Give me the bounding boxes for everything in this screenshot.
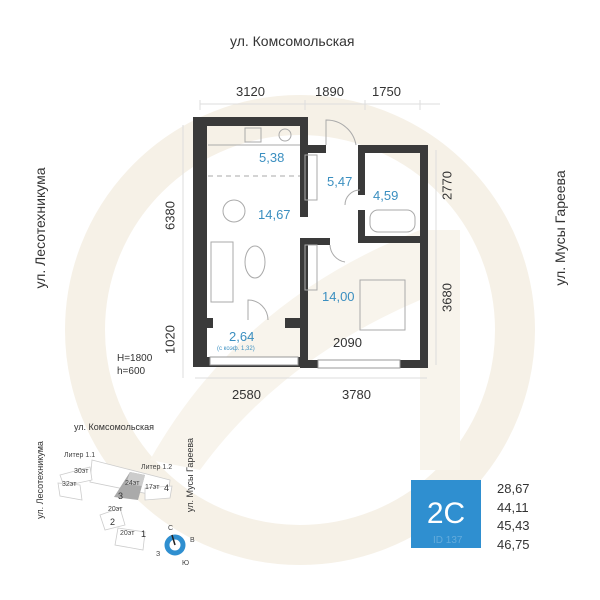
floors-label: 32эт <box>62 481 77 488</box>
liter-1-1: Литер 1.1 <box>64 452 96 459</box>
area-value: 46,75 <box>497 536 530 552</box>
area-value: 45,43 <box>497 518 530 533</box>
apartment-type-badge: 2С ID 137 <box>411 480 481 548</box>
room-living-area: 14,67 <box>258 207 291 222</box>
area-list: 28,67 44,11 45,43 46,75 <box>497 480 530 554</box>
liter-1-2: Литер 1.2 <box>141 464 173 471</box>
dim-top-3: 1750 <box>372 84 401 99</box>
balcony-note: (с коэф. 1,32) <box>217 346 255 352</box>
floors-label: 20эт <box>120 530 135 537</box>
section-number: 1 <box>141 529 147 539</box>
height-h: h=600 <box>117 366 146 377</box>
area-value: 28,67 <box>497 481 530 496</box>
room-balcony-area: 2,64 <box>229 329 255 344</box>
dim-bottom-1: 2580 <box>232 387 261 402</box>
floors-label: 20эт <box>108 506 123 513</box>
floors-label: 30эт <box>74 468 89 475</box>
dim-inner: 2090 <box>333 335 362 350</box>
id-watermark: ID 137 <box>433 535 463 546</box>
dim-bottom-2: 3780 <box>342 387 371 402</box>
room-bath-area: 4,59 <box>373 188 399 203</box>
dim-top-2: 1890 <box>315 84 344 99</box>
compass-w: З <box>156 551 161 558</box>
section-number: 4 <box>164 483 170 493</box>
apartment-type: 2С <box>426 497 466 530</box>
floors-label: 17эт <box>145 484 160 491</box>
height-H: H=1800 <box>117 353 153 364</box>
section-number: 3 <box>118 491 124 501</box>
dim-top-1: 3120 <box>236 84 265 99</box>
compass-n: С <box>168 525 174 532</box>
site-plan-map <box>57 459 173 551</box>
compass-s: Ю <box>182 560 190 567</box>
floors-label: 24эт <box>125 480 140 487</box>
section-number: 2 <box>110 517 116 527</box>
compass-icon <box>164 534 186 556</box>
site-street-top: ул. Комсомольская <box>74 422 155 432</box>
room-kitchen-area: 5,38 <box>259 150 285 165</box>
area-value: 44,11 <box>497 499 529 515</box>
street-top: ул. Комсомольская <box>230 33 355 49</box>
room-bedroom-area: 14,00 <box>322 289 355 304</box>
room-hall-area: 5,47 <box>327 174 353 189</box>
compass-e: В <box>190 537 195 544</box>
